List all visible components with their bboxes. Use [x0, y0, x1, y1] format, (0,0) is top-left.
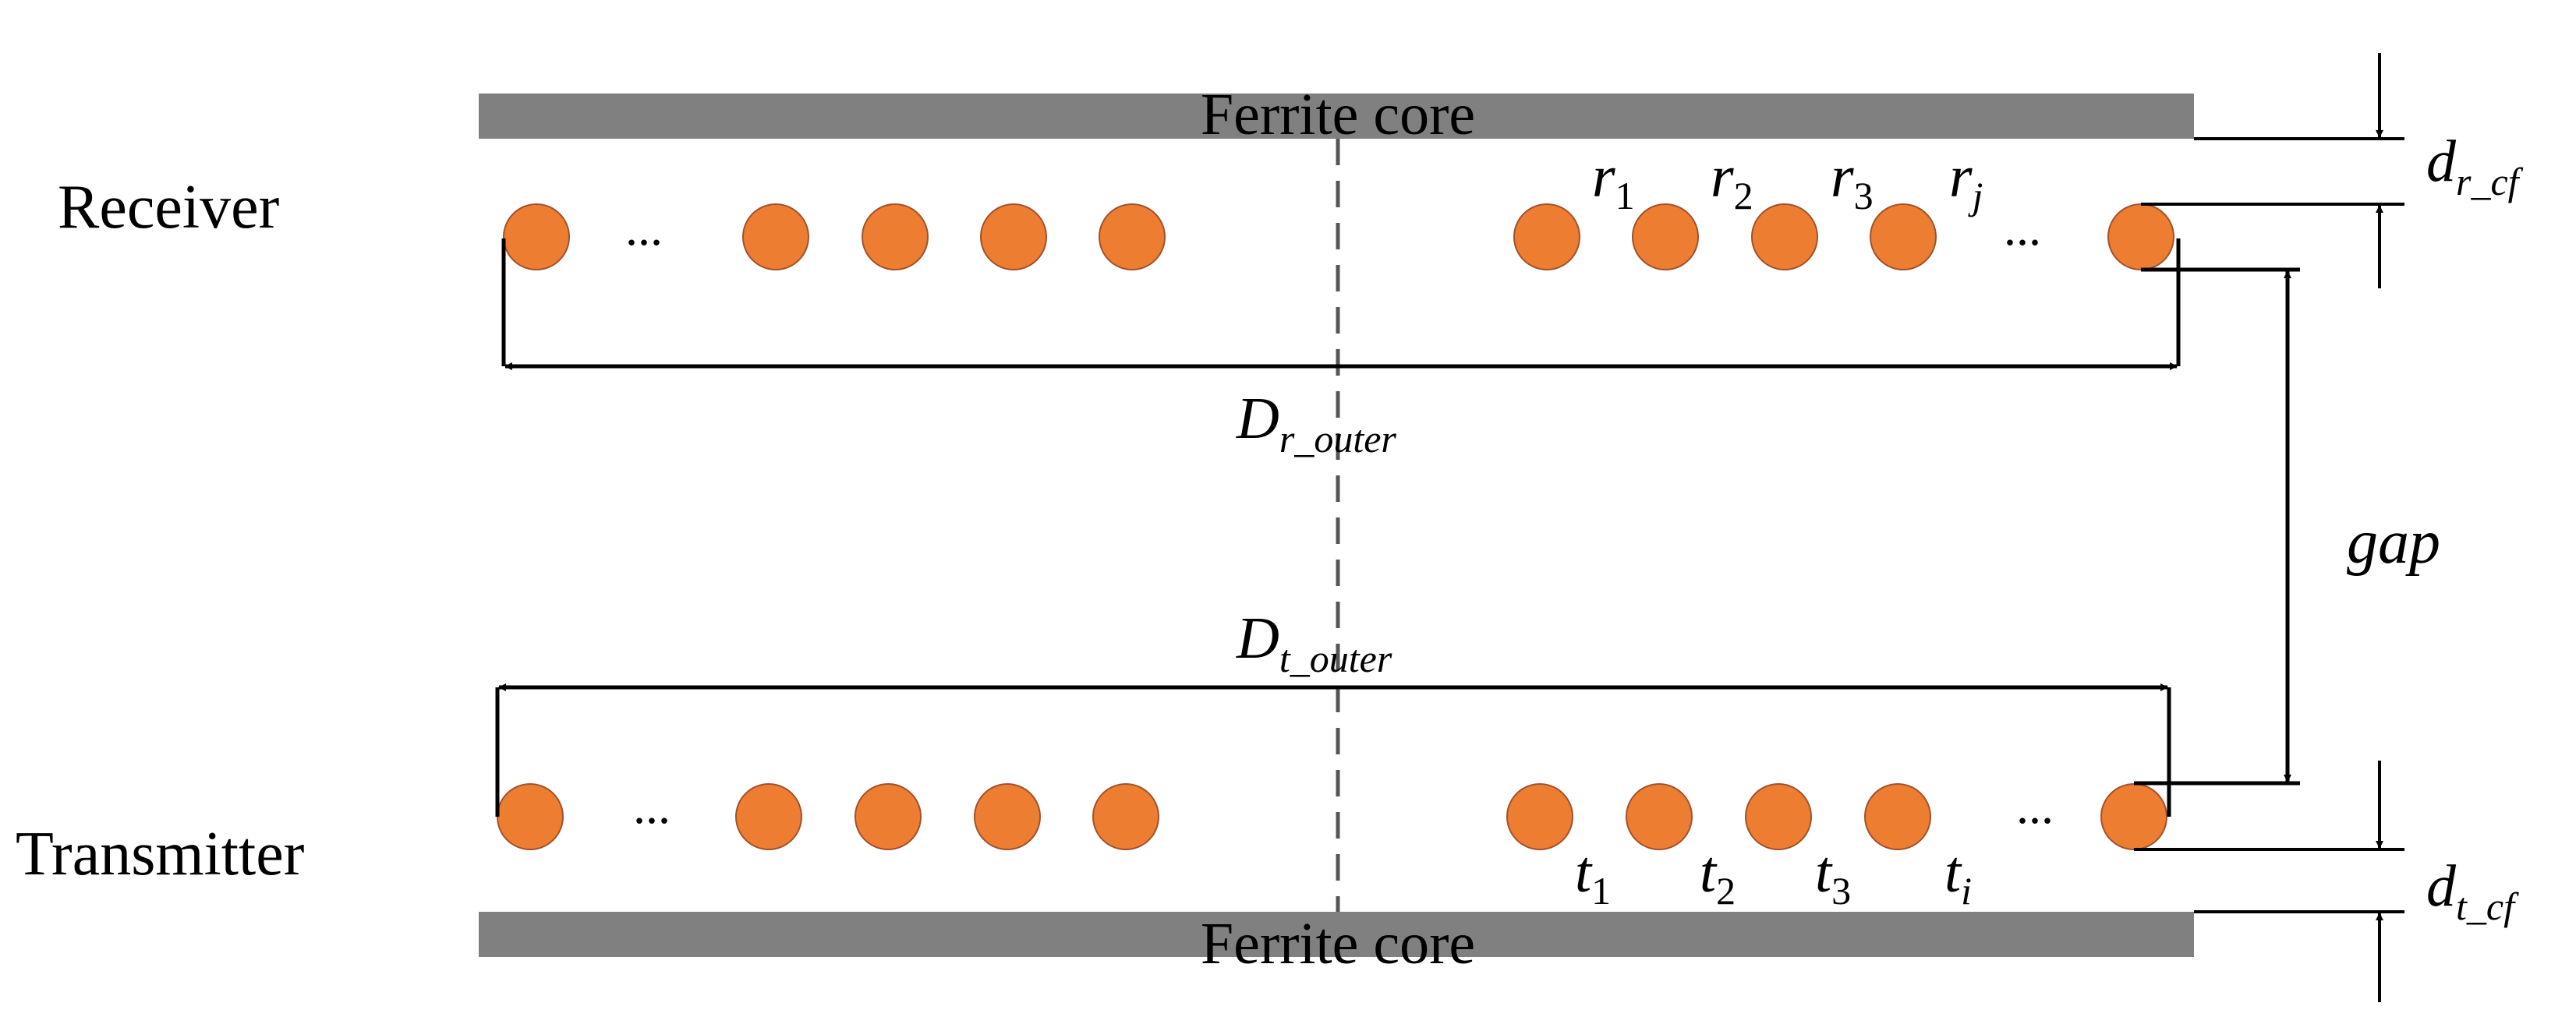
receiver-ferrite-distance-label: dr_cf — [2426, 129, 2524, 203]
receiver-conductor — [2107, 203, 2174, 270]
receiver-turn-label: r2 — [1711, 144, 1753, 217]
transmitter-outer-dimension — [495, 683, 2171, 817]
receiver-conductor — [862, 203, 929, 270]
transmitter-conductor — [855, 783, 922, 850]
receiver-conductor — [1513, 203, 1580, 270]
ferrite-core-top-label: Ferrite core — [1201, 82, 1475, 147]
transmitter-conductor — [974, 783, 1041, 850]
receiver-conductors — [503, 203, 2174, 270]
transmitter-turn-label: t3 — [1815, 839, 1851, 913]
receiver-conductor — [1751, 203, 1818, 270]
receiver-ferrite-distance-dimension — [2141, 53, 2404, 288]
receiver-ellipsis-left: ... — [625, 200, 663, 256]
transmitter-conductors — [497, 783, 2167, 850]
receiver-turn-label: r1 — [1592, 144, 1635, 217]
transmitter-turn-label: ti — [1944, 839, 1972, 913]
receiver-conductor — [742, 203, 809, 270]
gap-dimension — [2134, 267, 2300, 786]
receiver-conductor — [980, 203, 1047, 270]
transmitter-conductor — [735, 783, 802, 850]
transmitter-outer-diameter-label: Dt_outer — [1236, 606, 1392, 680]
receiver-turn-label: r3 — [1831, 144, 1874, 217]
receiver-outer-diameter-label: Dr_outer — [1236, 386, 1396, 461]
transmitter-conductor — [2100, 783, 2167, 850]
transmitter-turn-label: t1 — [1575, 839, 1611, 913]
transmitter-conductor — [1864, 783, 1931, 850]
transmitter-ferrite-distance-label: dt_cf — [2426, 853, 2519, 928]
ferrite-core-bottom-label: Ferrite core — [1201, 911, 1475, 976]
receiver-ellipsis-right: ... — [2004, 200, 2041, 256]
transmitter-conductor — [1745, 783, 1812, 850]
receiver-outer-dimension — [501, 238, 2181, 370]
receiver-conductor — [1870, 203, 1937, 270]
transmitter-conductor — [1506, 783, 1573, 850]
receiver-conductor — [1099, 203, 1166, 270]
transmitter-ferrite-distance-dimension — [2134, 761, 2404, 1002]
transmitter-conductor — [1092, 783, 1159, 850]
ferrite-core-bottom — [479, 912, 2194, 957]
transmitter-label: Transmitter — [16, 820, 304, 888]
gap-label: gap — [2347, 508, 2440, 577]
receiver-conductor — [503, 203, 570, 270]
receiver-turn-label: rj — [1949, 144, 1983, 217]
ferrite-core-top — [479, 94, 2194, 139]
transmitter-ellipsis-left: ... — [633, 779, 671, 834]
receiver-conductor — [1632, 203, 1699, 270]
transmitter-conductor — [497, 783, 564, 850]
transmitter-conductor — [1626, 783, 1693, 850]
transmitter-ellipsis-right: ... — [2016, 779, 2054, 834]
receiver-label: Receiver — [58, 173, 279, 242]
transmitter-turn-label: t2 — [1700, 839, 1736, 913]
